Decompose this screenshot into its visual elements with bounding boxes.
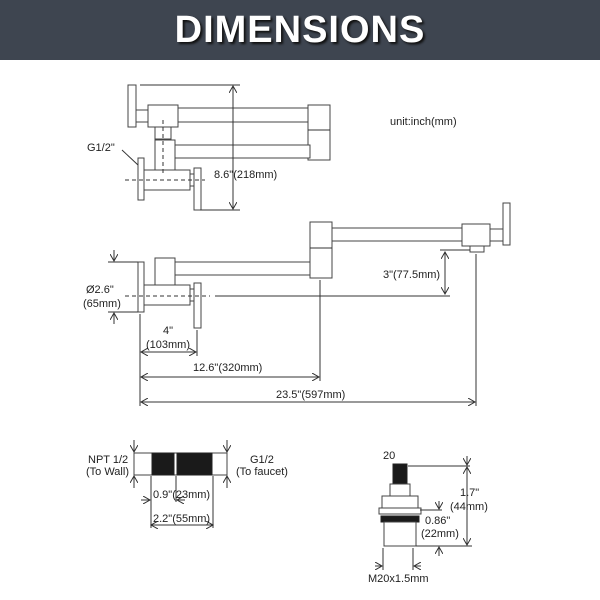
header-banner: DIMENSIONS [0, 0, 600, 60]
cartridge-drawing [375, 456, 472, 570]
thread-label: G1/2" [87, 142, 115, 154]
cartridge-height-mm-label: (44mm) [450, 501, 488, 513]
valve-reach-mm-label: (103mm) [146, 339, 190, 351]
total-reach-label: 23.5"(597mm) [276, 389, 345, 401]
adapter-inner-length: 0.9"(23mm) [153, 489, 210, 501]
spout-drop-label: 3"(77.5mm) [383, 269, 440, 281]
flange-diameter-mm-label: (65mm) [83, 298, 121, 310]
cartridge-thread-label: M20x1.5mm [368, 573, 429, 585]
unit-label: unit:inch(mm) [390, 116, 457, 128]
cartridge-spline-label: 20 [383, 450, 395, 462]
adapter-right-label: G1/2 [250, 454, 274, 466]
cartridge-height-label: 1.7" [460, 487, 479, 499]
adapter-total-length: 2.2"(55mm) [153, 513, 210, 525]
adapter-right-sub: (To faucet) [236, 466, 288, 478]
page-title: DIMENSIONS [174, 8, 426, 51]
adapter-left-sub: (To Wall) [86, 466, 129, 478]
cartridge-lower-label: 0.86" [425, 515, 450, 527]
extended-faucet-drawing [108, 202, 511, 406]
cartridge-lower-mm-label: (22mm) [421, 528, 459, 540]
first-arm-label: 12.6"(320mm) [193, 362, 262, 374]
dimension-diagram: unit:inch(mm) G1/2" 8.6"(218mm) [83, 84, 511, 585]
folded-depth-label: 8.6"(218mm) [214, 169, 277, 181]
folded-faucet-drawing [121, 84, 331, 211]
adapter-drawing [134, 440, 227, 528]
valve-reach-label: 4" [163, 325, 173, 337]
flange-diameter-label: Ø2.6" [86, 284, 114, 296]
adapter-left-label: NPT 1/2 [88, 454, 128, 466]
